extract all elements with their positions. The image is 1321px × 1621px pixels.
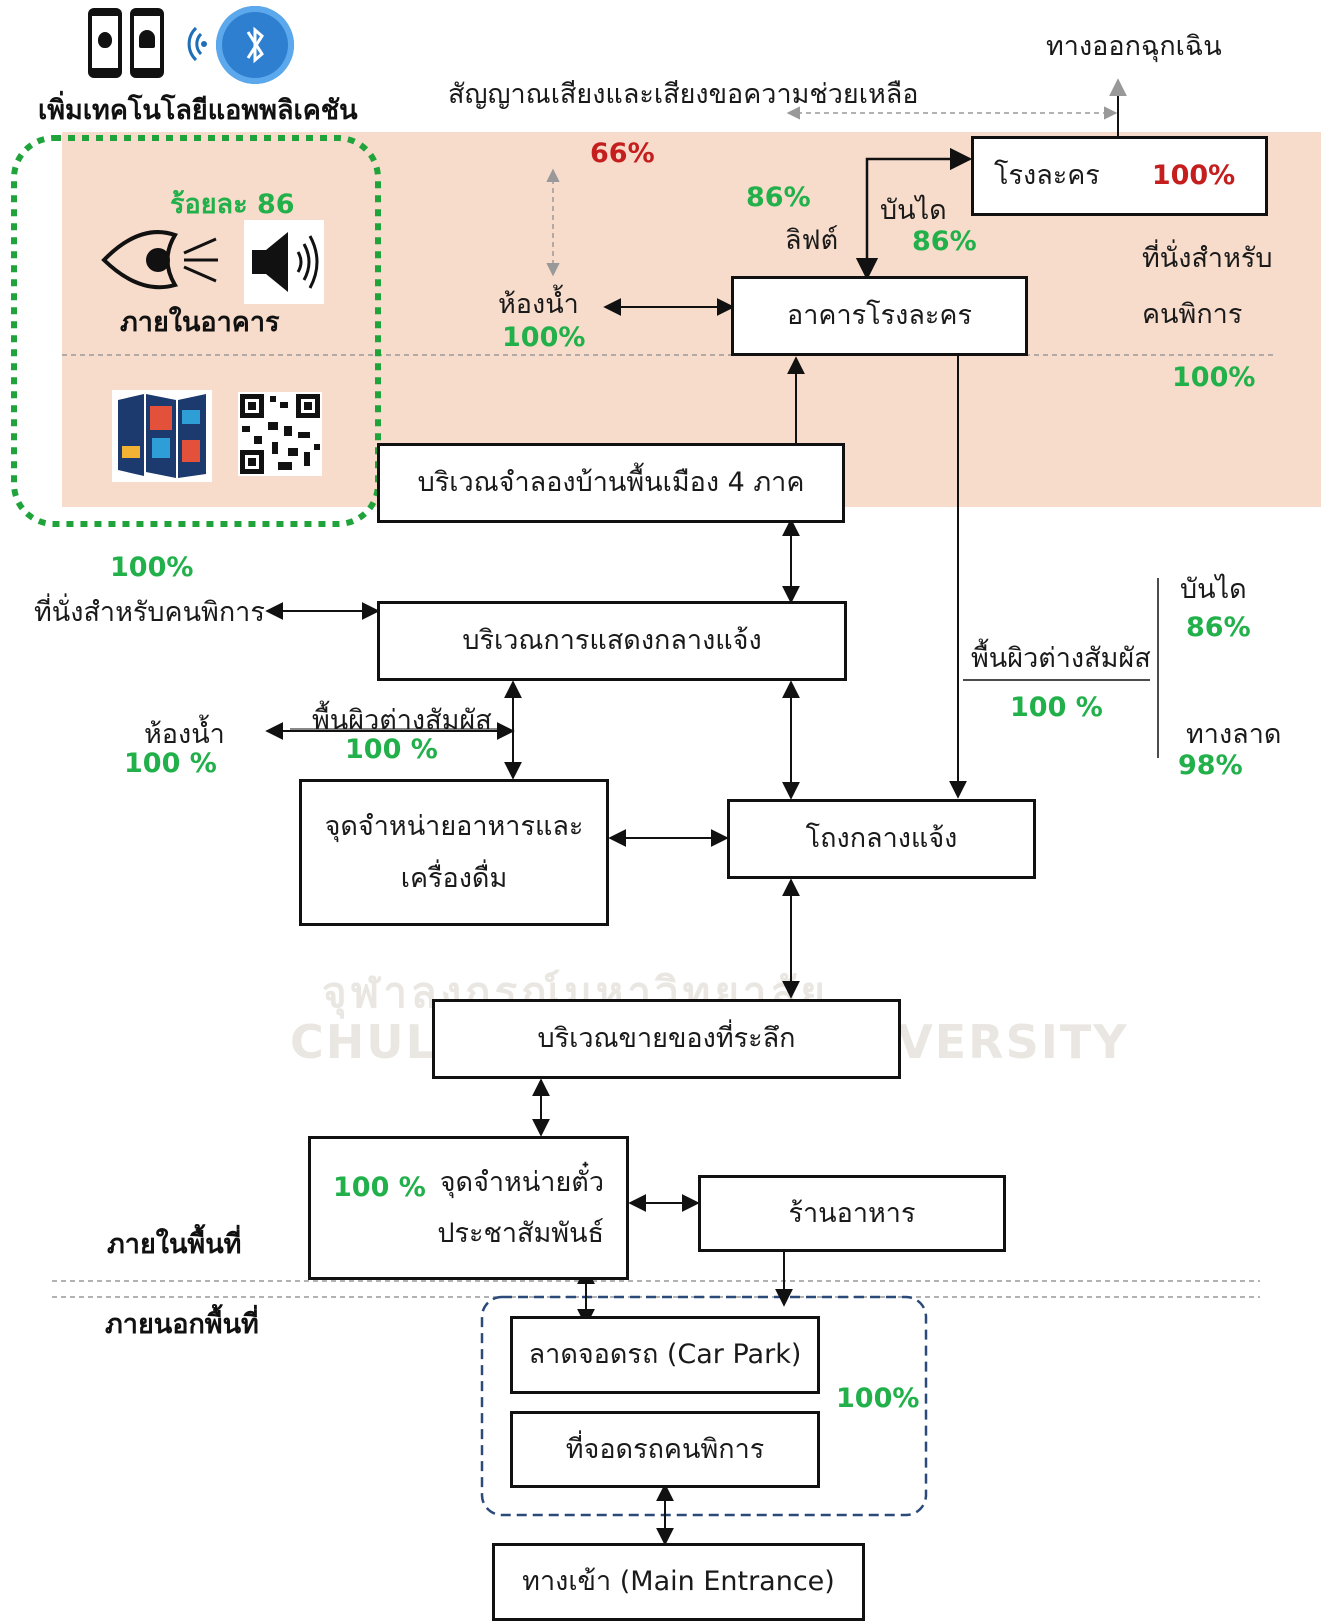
souvenir-box: บริเวณขายของที่ระลึก [432,999,901,1079]
food-stall-label-line1: จุดจำหน่ายอาหารและ [324,811,584,843]
tactile-mid-percent: 100 % [345,734,438,765]
parking-percent: 100% [836,1383,920,1414]
food-stall-box: จุดจำหน่ายอาหารและ เครื่องดื่ม [299,779,609,926]
disabled-parking-box: ที่จอดรถคนพิการ [510,1411,820,1488]
food-stall-label-line2: เครื่องดื่ม [400,862,508,894]
main-entrance-box: ทางเข้า (Main Entrance) [492,1543,865,1621]
indoor-percent: ร้อยละ 86 [170,189,295,220]
android-phone-icon [130,8,164,78]
tactile-right-percent: 100 % [1010,692,1103,723]
signal-percent-66: 66% [590,138,655,169]
car-park-box: ลาดจอดรถ (Car Park) [510,1316,820,1394]
restaurant-label: ร้านอาหาร [788,1197,916,1229]
stairs-right-label: บันได [1180,574,1247,605]
theater-box: โรงละคร 100% [971,136,1268,216]
speaker-icon [244,220,324,304]
app-icons-row [88,6,308,84]
restroom-left-label: ห้องน้ำ [144,719,225,750]
apple-phone-icon [88,8,122,78]
outside-area-label: ภายนอกพื้นที่ [105,1309,259,1340]
open-hall-box: โถงกลางแจ้ง [727,799,1036,879]
souvenir-label: บริเวณขายของที่ระลึก [537,1023,796,1055]
theater-building-box: อาคารโรงละคร [731,276,1028,356]
outdoor-show-label: บริเวณการแสดงกลางแจ้ง [462,625,762,657]
stairs-right-percent: 86% [1186,612,1251,643]
restaurant-box: ร้านอาหาร [698,1175,1006,1252]
ticket-label-line1: จุดจำหน่ายตั๋ว [439,1166,604,1198]
seat-left-percent: 100% [110,552,194,583]
emergency-exit-label: ทางออกฉุกเฉิน [1046,31,1222,62]
bluetooth-icon [216,6,294,84]
ticket-percent: 100 % [333,1172,426,1203]
eye-icon [100,225,220,291]
outdoor-show-box: บริเวณการแสดงกลางแจ้ง [377,601,847,681]
sound-signal-label: สัญญาณเสียงและเสียงขอความช่วยเหลือ [448,79,919,110]
qr-code-icon [238,392,322,476]
ticket-box: จุดจำหน่ายตั๋ว ประชาสัมพันธ์ [308,1136,629,1280]
theater-building-label: อาคารโรงละคร [787,300,972,332]
seat-top-label-line2: คนพิการ [1142,299,1243,330]
house-model-label: บริเวณจำลองบ้านพื้นเมือง 4 ภาค [417,467,805,499]
lift-label: ลิฟต์ [785,225,839,256]
tactile-right-label: พื้นผิวต่างสัมผัส [971,643,1151,674]
restroom-top-percent: 100% [502,322,586,353]
disabled-parking-label: ที่จอดรถคนพิการ [565,1433,765,1465]
indoor-caption: ภายในอาคาร [120,307,280,338]
ramp-right-label: ทางลาด [1186,719,1282,750]
wireless-signal-icon [168,22,208,66]
theater-percent: 100% [1151,160,1236,192]
stairs-top-percent: 86% [912,226,977,257]
house-model-box: บริเวณจำลองบ้านพื้นเมือง 4 ภาค [377,443,845,523]
stairs-top-label: บันได [880,195,947,226]
car-park-label: ลาดจอดรถ (Car Park) [528,1339,802,1371]
restroom-left-percent: 100 % [124,748,217,779]
inside-area-label: ภายในพื้นที่ [107,1229,242,1260]
seat-top-percent: 100% [1172,362,1256,393]
restroom-top-label: ห้องน้ำ [498,289,579,320]
brochure-icon [112,390,212,482]
tactile-mid-label: พื้นผิวต่างสัมผัส [312,705,492,736]
theater-label: โรงละคร [994,160,1100,192]
seat-left-label: ที่นั่งสำหรับคนพิการ [34,597,265,628]
seat-top-label-line1: ที่นั่งสำหรับ [1142,243,1273,274]
ramp-right-percent: 98% [1178,750,1243,781]
main-entrance-label: ทางเข้า (Main Entrance) [522,1566,835,1598]
lift-percent: 86% [746,182,811,213]
ticket-label-line2: ประชาสัมพันธ์ [437,1218,604,1249]
app-technology-title: เพิ่มเทคโนโลยีแอพพลิเคชัน [38,95,358,126]
open-hall-label: โถงกลางแจ้ง [805,823,958,855]
